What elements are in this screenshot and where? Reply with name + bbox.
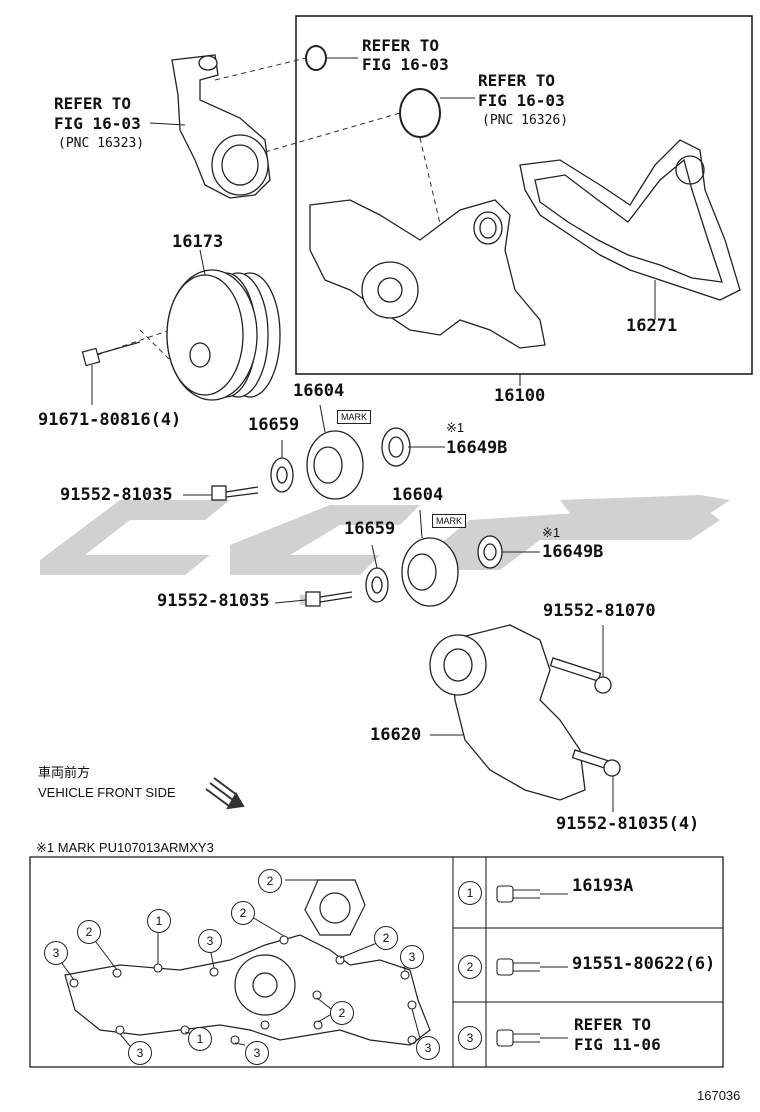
pnc-left: (PNC 16323) [58, 136, 145, 151]
note-mark-b: ※1 [542, 525, 561, 540]
callout-2: 2 [330, 1001, 354, 1025]
part-91552-a[interactable]: 91552-81035 [60, 485, 173, 505]
part-91671[interactable]: 91671-80816(4) [38, 410, 182, 430]
part-16659-b[interactable]: 16659 [344, 519, 396, 539]
legend-num-1: 1 [458, 881, 482, 905]
refer-fig-mid[interactable]: FIG 16-03 [362, 55, 449, 74]
legend-num-2: 2 [458, 955, 482, 979]
callout-1: 1 [147, 909, 171, 933]
refer-to-label-right: REFER TO [478, 71, 556, 90]
gasket-16271 [519, 139, 741, 301]
part-16173[interactable]: 16173 [172, 232, 224, 252]
part-91552-81070[interactable]: 91552-81070 [543, 601, 656, 621]
legend-part-1[interactable]: 16193A [572, 876, 634, 896]
legend-bolts [496, 885, 540, 1047]
assembly-box-16100 [295, 15, 753, 375]
callout-2: 2 [374, 926, 398, 950]
idler-pulley-b [305, 535, 503, 607]
callout-3: 3 [245, 1041, 269, 1065]
bolt-holes [69, 935, 417, 1045]
part-91552-c[interactable]: 91552-81035(4) [556, 814, 700, 834]
pnc-right: (PNC 16326) [482, 113, 569, 128]
callout-3: 3 [44, 941, 68, 965]
footnote-mark: ※1 MARK PU107013ARMXY3 [36, 840, 214, 855]
callout-3: 3 [198, 929, 222, 953]
part-16100[interactable]: 16100 [494, 386, 546, 406]
o-ring-small [305, 45, 327, 71]
water-outlet-housing [171, 54, 271, 199]
tensioner-16620 [429, 624, 621, 801]
legend-num-3: 3 [458, 1026, 482, 1050]
part-16604-a[interactable]: 16604 [293, 381, 345, 401]
callout-2: 2 [231, 901, 255, 925]
callout-2: 2 [258, 869, 282, 893]
figure-id: 167036 [697, 1088, 741, 1103]
legend-refer-fig[interactable]: FIG 11-06 [574, 1035, 661, 1054]
refer-fig-right[interactable]: FIG 16-03 [478, 91, 565, 110]
refer-to-label-mid: REFER TO [362, 36, 440, 55]
mark-label-b: MARK [432, 514, 467, 528]
o-ring-large [399, 88, 441, 138]
legend-part-2[interactable]: 91551-80622(6) [572, 954, 716, 974]
part-16271[interactable]: 16271 [626, 316, 678, 336]
orientation-jp: 車両前方 [38, 765, 91, 780]
part-16604-b[interactable]: 16604 [392, 485, 444, 505]
mark-label-a: MARK [337, 410, 372, 424]
idler-pulley-a [211, 427, 411, 501]
part-91552-b[interactable]: 91552-81035 [157, 591, 270, 611]
bolt-location-box [29, 856, 724, 1068]
note-mark-a: ※1 [446, 420, 465, 435]
refer-to-label-left: REFER TO [54, 94, 132, 113]
callout-3: 3 [128, 1041, 152, 1065]
refer-fig-left[interactable]: FIG 16-03 [54, 114, 141, 133]
part-16659-a[interactable]: 16659 [248, 415, 300, 435]
front-arrow-icon [205, 777, 245, 810]
legend-refer-to: REFER TO [574, 1015, 652, 1034]
part-16620[interactable]: 16620 [370, 725, 422, 745]
callout-3: 3 [400, 945, 424, 969]
water-pump-body [309, 199, 546, 349]
callout-1: 1 [188, 1027, 212, 1051]
part-16649B-b[interactable]: 16649B [542, 542, 604, 562]
callout-3: 3 [416, 1036, 440, 1060]
orientation-en: VEHICLE FRONT SIDE [38, 785, 176, 800]
part-16649B-a[interactable]: 16649B [446, 438, 508, 458]
callout-2: 2 [77, 920, 101, 944]
bolt-91671 [81, 341, 141, 367]
pulley-16173 [166, 269, 281, 401]
